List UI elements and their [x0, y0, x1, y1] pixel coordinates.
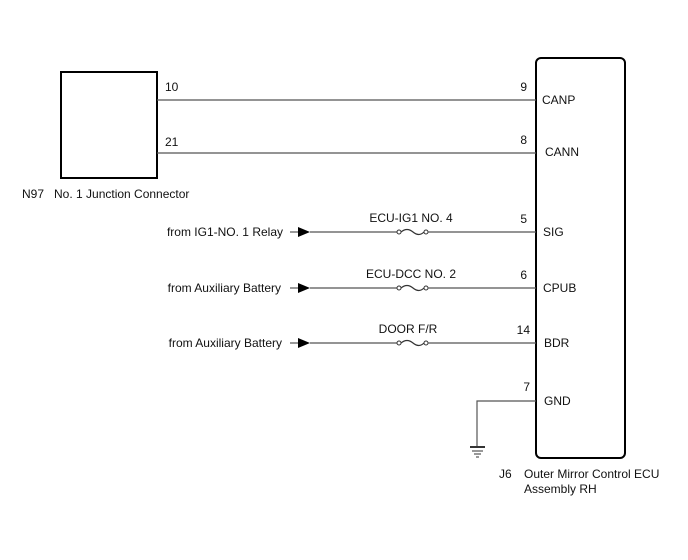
ground-wire: [476, 400, 536, 446]
jc-pin-10: 10: [165, 80, 179, 94]
fuse-label-ecu-ig1-no4: ECU-IG1 NO. 4: [369, 211, 453, 225]
jc-code: N97: [22, 187, 44, 201]
jc-name: No. 1 Junction Connector: [54, 187, 189, 201]
ecu-box: [535, 57, 626, 459]
junction-connector-box: [60, 71, 158, 179]
ecu-code: J6: [499, 467, 512, 481]
ecu-pin-7: 7: [523, 380, 530, 394]
source-label-cpub: from Auxiliary Battery: [168, 281, 281, 295]
source-label-sig: from IG1-NO. 1 Relay: [167, 225, 283, 239]
terminal-canp: CANP: [542, 93, 575, 107]
ecu-name-line2: Assembly RH: [524, 482, 597, 496]
connector-arrow-icon: [290, 283, 310, 293]
ecu-pin-8: 8: [520, 133, 527, 147]
fuse-icon: [396, 228, 429, 236]
terminal-cann: CANN: [545, 145, 579, 159]
fuse-icon: [396, 284, 429, 292]
ecu-pin-6: 6: [520, 268, 527, 282]
source-label-bdr: from Auxiliary Battery: [169, 336, 282, 350]
fuse-icon: [396, 339, 429, 347]
ecu-pin-9: 9: [520, 80, 527, 94]
connector-arrow-icon: [290, 227, 310, 237]
ecu-name-line1: Outer Mirror Control ECU: [524, 467, 659, 481]
ecu-pin-14: 14: [517, 323, 531, 337]
jc-pin-21: 21: [165, 135, 179, 149]
ecu-pin-5: 5: [520, 212, 527, 226]
fuse-label-ecu-dcc-no2: ECU-DCC NO. 2: [366, 267, 456, 281]
terminal-cpub: CPUB: [543, 281, 576, 295]
terminal-gnd: GND: [544, 394, 571, 408]
terminal-sig: SIG: [543, 225, 564, 239]
terminal-bdr: BDR: [544, 336, 570, 350]
connector-arrow-icon: [290, 338, 310, 348]
ground-icon: [470, 446, 485, 458]
fuse-label-door-fr: DOOR F/R: [379, 322, 438, 336]
